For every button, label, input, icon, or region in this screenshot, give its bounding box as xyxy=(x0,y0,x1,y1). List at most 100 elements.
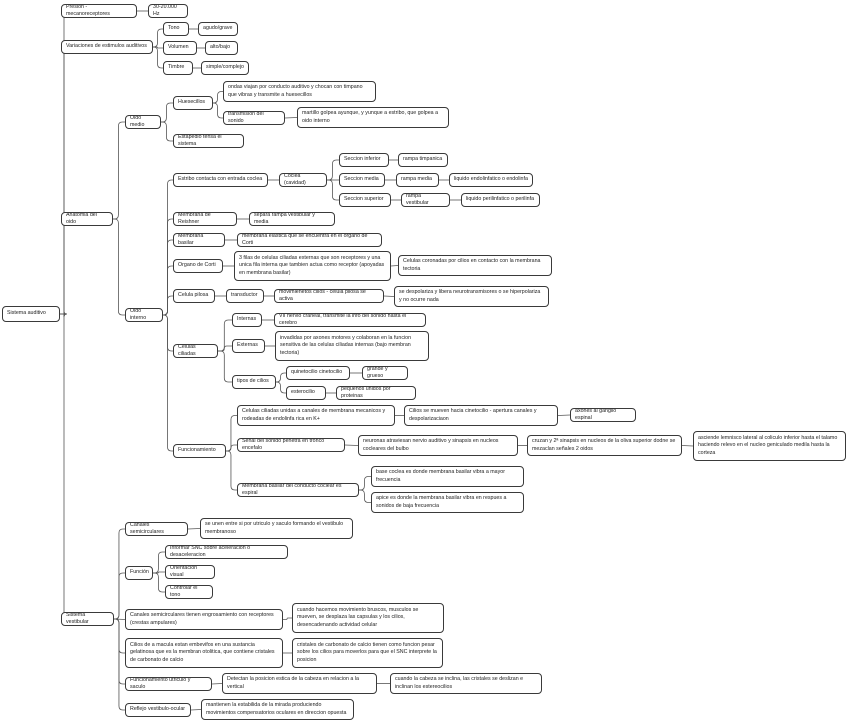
node-cruzan[interactable]: cruzan y 2ª sinapsis en nucleos de la ol… xyxy=(527,435,682,456)
node-base-coclea[interactable]: base coclea es donde membrana basilar vi… xyxy=(371,466,524,487)
node-presion[interactable]: Presion - mecanoreceptores xyxy=(61,4,137,18)
node-externas[interactable]: Externas xyxy=(232,339,265,353)
node-internas[interactable]: Internas xyxy=(232,313,262,327)
node-basilar[interactable]: Membrana basilar xyxy=(173,233,225,247)
node-controlar[interactable]: Controlar el tono xyxy=(165,585,213,599)
connector-root-anatomia xyxy=(60,215,68,318)
node-informar[interactable]: Informar SNC sobre aceleracion o desacel… xyxy=(165,545,288,559)
node-orientacion[interactable]: Orientacion visual xyxy=(165,565,215,579)
connector-coclea-sec-superior xyxy=(327,179,339,201)
node-anatomia[interactable]: Anatomia del oido xyxy=(61,212,113,226)
node-reflejo[interactable]: Reflejo vestibulo-ocular xyxy=(125,703,191,717)
node-transmision[interactable]: transmision del sonido xyxy=(223,111,285,125)
node-membrana-basilar-conducto[interactable]: Membrana basilar del conducto coclear es… xyxy=(237,483,359,497)
connector-funcion-controlar xyxy=(153,572,165,593)
node-unidas[interactable]: Celulas ciliadas unidas a canales de mem… xyxy=(237,405,395,426)
node-canales[interactable]: Canales semicirculares xyxy=(125,522,188,536)
node-mantienen[interactable]: mantienen la estabilida de la mirada pro… xyxy=(201,699,354,720)
node-funcionamiento[interactable]: Funcionamiento xyxy=(173,444,226,458)
node-volumen-val[interactable]: alto/bajo xyxy=(205,41,238,55)
connector-huesecillos-transmision xyxy=(213,102,223,119)
connector-root-variaciones xyxy=(60,43,68,318)
connector-ciliadas-tipos-cilios xyxy=(218,350,232,383)
connector-root-presion xyxy=(60,7,68,318)
node-movimiento-brusco[interactable]: cuando hacemos movimiento bruscos, muscu… xyxy=(292,603,444,633)
node-senal[interactable]: Señal del sonido penetra en tronco encef… xyxy=(237,438,345,452)
node-funcion[interactable]: Función xyxy=(125,566,153,580)
node-cristales[interactable]: cristales de carbonato de calcio tienen … xyxy=(292,638,443,668)
node-sec-superior[interactable]: Seccion superior xyxy=(339,193,391,207)
node-grande[interactable]: grande y grueso xyxy=(362,366,408,380)
node-nervio-craneal[interactable]: VII nervio craneal, transmite la info de… xyxy=(274,313,426,327)
node-neuronas[interactable]: neuronas atraviesan nervio auditivo y si… xyxy=(358,435,518,456)
node-timbre[interactable]: Timbre xyxy=(163,61,193,75)
node-pilosa[interactable]: Celula pilosa xyxy=(173,289,215,303)
node-apice[interactable]: apice es donde la membrana basilar vibra… xyxy=(371,492,524,513)
node-pequenos[interactable]: pequeños unidos por proteinas xyxy=(336,386,416,400)
node-timbre-val[interactable]: simple/complejo xyxy=(201,61,249,75)
node-detectan[interactable]: Detectan la posicion estica de la cabeza… xyxy=(222,673,377,694)
node-coclea[interactable]: Coclea (cavidad) xyxy=(279,173,327,187)
node-liq-peri[interactable]: liquido perilinfatico o perilinfa xyxy=(461,193,540,207)
node-tono[interactable]: Tono xyxy=(163,22,189,36)
connector-variaciones-tono xyxy=(153,28,163,48)
node-quinetocilio[interactable]: quinetocilio cinetocilio xyxy=(286,366,350,380)
connector-anatomia-oido-medio xyxy=(113,121,125,220)
node-reissner-desc[interactable]: separa rampa vestibular y media xyxy=(249,212,335,226)
node-corti-desc[interactable]: 3 filas de celulas ciliadas externas que… xyxy=(234,251,391,281)
node-axones[interactable]: axones al ganglio espinal xyxy=(570,408,636,422)
node-tipos-cilios[interactable]: tipos de cilios xyxy=(232,375,276,389)
connector-utriculo-detectan xyxy=(211,683,223,685)
node-basilar-desc[interactable]: membrana elastica que se encuentra en el… xyxy=(237,233,382,247)
connector-tipos-cilios-quinetocilio xyxy=(276,372,286,383)
node-martillo[interactable]: martillo golpea ayunque, y yunque a estr… xyxy=(297,107,449,128)
connector-transmision-martillo xyxy=(284,117,298,119)
connector-vestibular-funcion xyxy=(114,572,125,620)
node-despolariza[interactable]: se despolariza y libera neurotransmisore… xyxy=(394,286,549,307)
node-sec-media[interactable]: Seccion media xyxy=(339,173,385,187)
node-inclina[interactable]: cuando la cabeza se inclina, las cristal… xyxy=(390,673,542,694)
node-rampa-vestibular[interactable]: rampa vestibular xyxy=(401,193,450,207)
node-rampa-media[interactable]: rampa media xyxy=(396,173,439,187)
node-ondas[interactable]: ondas viajan por conducto auditivo y cho… xyxy=(223,81,376,102)
node-presion-rango[interactable]: 30-20.000 Hz xyxy=(148,4,188,18)
node-estapedio[interactable]: Estapedio tensa el sistema xyxy=(173,134,244,148)
connector-oido-medio-huesecillos xyxy=(161,102,173,123)
connector-oido-interno-ciliadas xyxy=(163,314,173,352)
node-canales-engros[interactable]: Canales semicirculares tienen engrosamie… xyxy=(125,609,283,630)
node-corti-cel[interactable]: Celulas coronadas por cilios en contacto… xyxy=(398,255,552,276)
node-variaciones[interactable]: Variaciones de estimulos auditivos xyxy=(61,40,153,54)
connector-ciliadas-externas xyxy=(218,345,232,352)
node-inervadas[interactable]: invadidas por axones motores y colaboran… xyxy=(275,331,429,361)
node-transductor[interactable]: transductor xyxy=(226,289,264,303)
connector-anatomia-oido-interno xyxy=(113,218,125,316)
node-liq-endo[interactable]: liquido endolinfatico o endolinfa xyxy=(449,173,533,187)
connector-funcion-informar xyxy=(153,551,165,574)
connector-reflejo-mantienen xyxy=(190,709,202,711)
node-oido-medio[interactable]: Oido medio xyxy=(125,115,161,129)
node-reissner[interactable]: Membrana de Reishner xyxy=(173,212,237,226)
node-vestibular[interactable]: Sistema vestibular xyxy=(61,612,114,626)
node-tono-val[interactable]: agudo/grave xyxy=(198,22,238,36)
node-ciliadas[interactable]: Celulas ciliadas xyxy=(173,344,218,358)
node-utriculo[interactable]: Funcionamiento utriculo y saculo xyxy=(125,677,212,691)
node-rampa-timpanica[interactable]: rampa timpanica xyxy=(398,153,448,167)
node-movimientos[interactable]: movimienetos cilios - celula pilosa se a… xyxy=(274,289,384,303)
node-corti[interactable]: Organo de Corti xyxy=(173,259,223,273)
node-canales-desc[interactable]: se unen entre si por utriculo y saculo f… xyxy=(200,518,353,539)
connector-huesecillos-ondas xyxy=(213,91,223,104)
node-estereocilio[interactable]: esterocilio xyxy=(286,386,326,400)
node-sec-inferior[interactable]: Seccion inferior xyxy=(339,153,389,167)
node-macula[interactable]: Cilios de a macula estan embevifos en un… xyxy=(125,638,283,668)
connector-funcion-orientacion xyxy=(153,571,165,574)
node-oido-interno[interactable]: Oido interno xyxy=(125,308,163,322)
node-volumen[interactable]: Volumen xyxy=(163,41,197,55)
connector-oido-medio-estapedio xyxy=(161,121,173,142)
node-huesecillos[interactable]: Huesecillos xyxy=(173,96,213,110)
connector-root-vestibular xyxy=(60,310,68,623)
node-cilios-mueven[interactable]: Cilios se mueven hacia cinetocilio - ape… xyxy=(404,405,558,426)
node-root[interactable]: Sistema auditivo xyxy=(2,306,60,322)
node-asciende[interactable]: asciende lemnisco lateral al coliculo in… xyxy=(693,431,846,461)
node-estribo[interactable]: Estribo contacta con entrada coclea xyxy=(173,173,268,187)
